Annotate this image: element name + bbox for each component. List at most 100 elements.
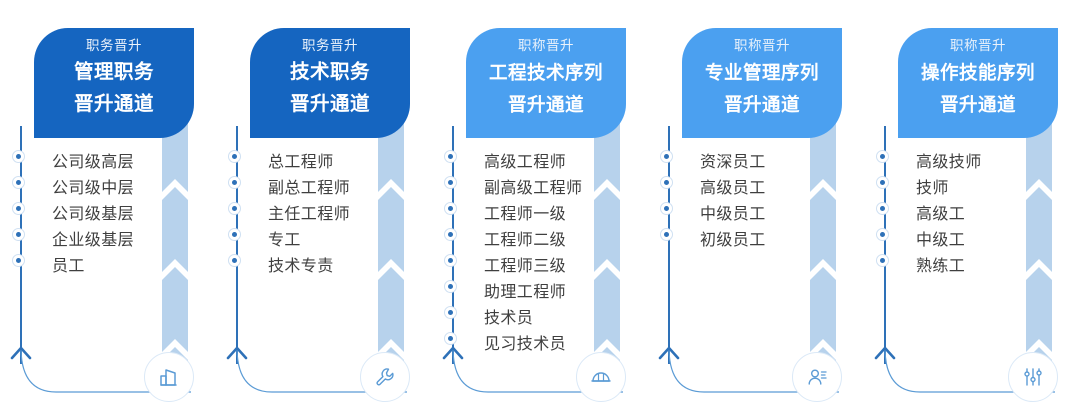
rank-item: 技术专责 <box>268 258 334 275</box>
progress-chevron-strip-3 <box>594 108 620 376</box>
rank-item: 技师 <box>916 180 949 197</box>
sliders-icon <box>1024 368 1042 386</box>
rank-item: 副总工程师 <box>268 180 351 197</box>
timeline-dot <box>876 202 889 215</box>
timeline-dot <box>660 176 673 189</box>
card-header-banner-2: 职务晋升 技术职务 晋升通道 <box>250 28 410 138</box>
progress-chevron-strip-4 <box>810 108 836 376</box>
user-profile-icon <box>808 369 827 385</box>
timeline-dots-3 <box>444 150 457 358</box>
timeline-line-2 <box>236 126 238 364</box>
rank-item: 高级技师 <box>916 154 982 171</box>
progress-chevron-strip-5 <box>1026 108 1052 376</box>
timeline-dot <box>876 254 889 267</box>
rank-item: 工程师二级 <box>484 232 567 249</box>
card-title-line2-1: 晋升通道 <box>73 93 154 115</box>
card-title-line2-5: 晋升通道 <box>939 94 1016 115</box>
career-curve-arrow-1 <box>6 330 206 406</box>
career-curve-arrow-3 <box>438 330 638 406</box>
rank-item: 副高级工程师 <box>484 180 583 197</box>
card-icon-badge-4[interactable] <box>792 352 842 402</box>
timeline-dot <box>12 150 25 163</box>
card-title-line1-5: 操作技能序列 <box>920 62 1035 83</box>
career-curve-arrow-4 <box>654 330 854 406</box>
card-icon-badge-5[interactable] <box>1008 352 1058 402</box>
timeline-line-3 <box>452 126 454 364</box>
timeline-dot <box>444 202 457 215</box>
rank-list-4: 资深员工 高级员工 中级员工 初级员工 <box>700 150 766 254</box>
timeline-dot <box>444 254 457 267</box>
timeline-line-1 <box>20 126 22 364</box>
timeline-dot <box>12 228 25 241</box>
card-header-banner-5: 职称晋升 操作技能序列 晋升通道 <box>898 28 1058 138</box>
timeline-dot <box>660 202 673 215</box>
timeline-dot <box>444 150 457 163</box>
card-title-line1-4: 专业管理序列 <box>704 62 819 83</box>
rank-item: 公司级基层 <box>52 206 135 223</box>
timeline-dots-4 <box>660 150 673 254</box>
timeline-dot <box>228 228 241 241</box>
timeline-dot <box>228 150 241 163</box>
timeline-dot <box>444 306 457 319</box>
rank-item: 公司级高层 <box>52 154 135 171</box>
timeline-dot <box>876 150 889 163</box>
rank-item: 高级工程师 <box>484 154 567 171</box>
timeline-line-4 <box>668 126 670 364</box>
rank-item: 工程师一级 <box>484 206 567 223</box>
rank-item: 高级工 <box>916 206 966 223</box>
card-header-banner-4: 职称晋升 专业管理序列 晋升通道 <box>682 28 842 138</box>
timeline-dot <box>228 254 241 267</box>
card-title-line2-3: 晋升通道 <box>507 94 584 115</box>
rank-item: 资深员工 <box>700 154 766 171</box>
timeline-dot <box>228 202 241 215</box>
card-title-line2-2: 晋升通道 <box>289 93 370 115</box>
rank-item: 见习技术员 <box>484 336 567 353</box>
timeline-dot <box>876 176 889 189</box>
building-icon <box>160 369 177 386</box>
timeline-dot <box>444 280 457 293</box>
rank-item: 工程师三级 <box>484 258 567 275</box>
card-icon-badge-1[interactable] <box>144 352 194 402</box>
progress-chevron-strip-1 <box>162 108 188 376</box>
card-title-line1-2: 技术职务 <box>289 61 370 83</box>
rank-item: 主任工程师 <box>268 206 351 223</box>
career-path-card-3[interactable]: 职称晋升 工程技术序列 晋升通道 高级工程师 副高级工程师 工程师一级 工程师二… <box>432 0 648 416</box>
career-path-card-1[interactable]: 职务晋升 管理职务 晋升通道 公司级高层 公司级中层 公司级基层 企业级基层 员… <box>0 0 216 416</box>
timeline-dot <box>660 228 673 241</box>
card-header-banner-1: 职务晋升 管理职务 晋升通道 <box>34 28 194 138</box>
hardhat-icon <box>591 372 611 382</box>
wrench-icon <box>376 368 394 386</box>
rank-item: 熟练工 <box>916 258 966 275</box>
rank-item: 初级员工 <box>700 232 766 249</box>
rank-item: 员工 <box>52 258 85 275</box>
rank-list-1: 公司级高层 公司级中层 公司级基层 企业级基层 员工 <box>52 150 134 280</box>
card-title-line1-3: 工程技术序列 <box>488 62 603 83</box>
timeline-dot <box>12 254 25 267</box>
progress-chevron-strip-2 <box>378 108 404 376</box>
timeline-dot <box>444 176 457 189</box>
rank-list-3: 高级工程师 副高级工程师 工程师一级 工程师二级 工程师三级 助理工程师 技术员… <box>484 150 582 358</box>
rank-list-2: 总工程师 副总工程师 主任工程师 专工 技术专责 <box>268 150 350 280</box>
timeline-dot <box>444 332 457 345</box>
rank-item: 总工程师 <box>268 154 334 171</box>
career-path-card-2[interactable]: 职务晋升 技术职务 晋升通道 总工程师 副总工程师 主任工程师 专工 技术专责 <box>216 0 432 416</box>
card-kicker-2: 职务晋升 <box>302 38 358 53</box>
timeline-dots-2 <box>228 150 241 280</box>
rank-item: 技术员 <box>484 310 534 327</box>
timeline-dot <box>444 228 457 241</box>
timeline-dots-1 <box>12 150 25 280</box>
card-title-line1-1: 管理职务 <box>73 61 154 83</box>
career-path-card-4[interactable]: 职称晋升 专业管理序列 晋升通道 资深员工 高级员工 中级员工 初级员工 <box>648 0 864 416</box>
timeline-dot <box>12 176 25 189</box>
timeline-dot <box>876 228 889 241</box>
rank-item: 专工 <box>268 232 301 249</box>
card-icon-badge-3[interactable] <box>576 352 626 402</box>
card-icon-badge-2[interactable] <box>360 352 410 402</box>
rank-item: 高级员工 <box>700 180 766 197</box>
timeline-dot <box>12 202 25 215</box>
card-title-line2-4: 晋升通道 <box>723 94 800 115</box>
rank-item: 助理工程师 <box>484 284 567 301</box>
timeline-line-5 <box>884 126 886 364</box>
career-path-card-5[interactable]: 职称晋升 操作技能序列 晋升通道 高级技师 技师 高级工 中级工 熟练工 <box>864 0 1080 416</box>
